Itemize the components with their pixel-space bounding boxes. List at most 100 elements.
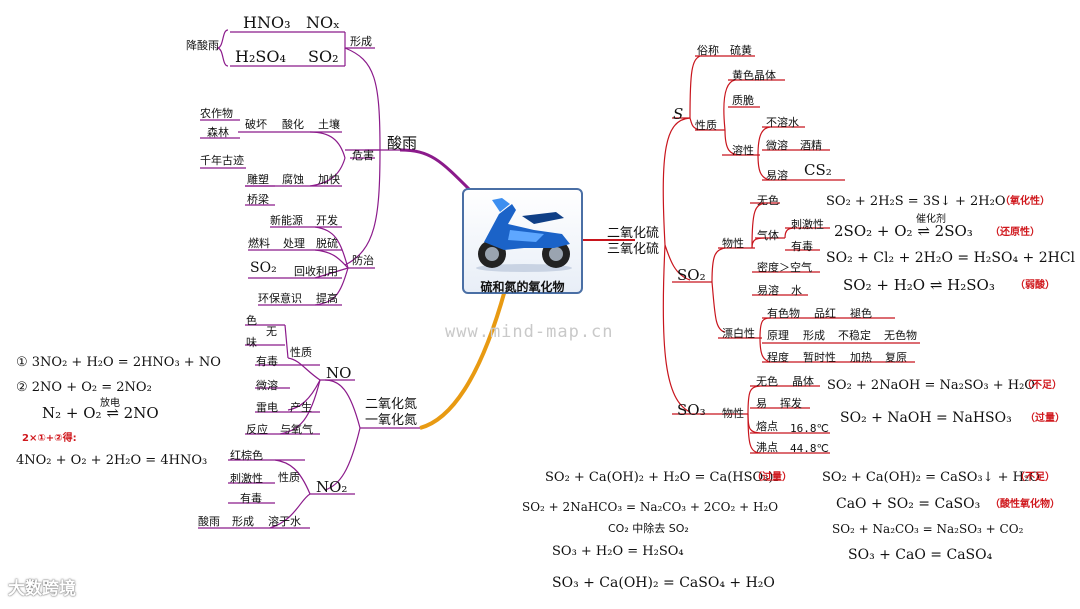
so2-bleach-item: 复原 bbox=[885, 351, 907, 364]
s-common-name: 硫黄 bbox=[730, 44, 752, 57]
sulfur-title-line2[interactable]: 三氧化硫 bbox=[607, 242, 660, 257]
no-item: 无 bbox=[266, 325, 277, 338]
so3-equation: SO₂ + NaOH = NaHSO₃ bbox=[840, 410, 1012, 426]
no-properties-label: 性质 bbox=[290, 346, 312, 359]
so2-bleach-item: 加热 bbox=[850, 351, 872, 364]
s-item: 易溶 bbox=[766, 169, 788, 182]
brand-logo: 大数跨境 bbox=[8, 579, 76, 599]
no-node[interactable]: NO bbox=[326, 364, 352, 382]
brace bbox=[216, 29, 229, 67]
prevention-item: 脱硫 bbox=[316, 237, 338, 250]
s-item: 微溶 bbox=[766, 139, 788, 152]
s-node[interactable]: S bbox=[673, 105, 684, 123]
no2-node[interactable]: NO₂ bbox=[316, 478, 348, 496]
prevention-label[interactable]: 防治 bbox=[352, 254, 374, 267]
no-item: 与氧气 bbox=[280, 423, 313, 436]
so3-item: 挥发 bbox=[780, 397, 802, 410]
prevention-item: 环保意识 bbox=[258, 292, 302, 305]
harm-item: 腐蚀 bbox=[282, 173, 304, 186]
formation-label[interactable]: 形成 bbox=[350, 35, 372, 48]
so2-equation: 2SO₂ + O₂ ⇌ 2SO₃ bbox=[834, 222, 973, 240]
so2-bleach-item: 不稳定 bbox=[838, 329, 871, 342]
so2-equation-tag: （氧化性） bbox=[1000, 196, 1050, 207]
harm-label[interactable]: 危害 bbox=[352, 149, 374, 162]
no-item: 雷电 bbox=[256, 401, 278, 414]
no-item: 产生 bbox=[290, 401, 312, 414]
so3-item: 16.8℃ bbox=[790, 422, 829, 435]
no-item: 味 bbox=[246, 336, 257, 349]
s-item: CS₂ bbox=[804, 161, 832, 179]
so3-item: 易 bbox=[756, 397, 767, 410]
equation-2: ② 2NO + O₂ = 2NO₂ bbox=[16, 380, 152, 395]
bottom-equation-tag: （酸性氧化物） bbox=[990, 499, 1060, 510]
equation-3: N₂ + O₂ ⇌ 2NO bbox=[42, 404, 159, 422]
so2-node[interactable]: SO₂ bbox=[677, 266, 706, 284]
s-common-name-label: 俗称 bbox=[697, 44, 719, 57]
so2-physical-item: 无色 bbox=[757, 194, 779, 207]
so2-physical-label: 物性 bbox=[722, 237, 744, 250]
harm-item: 农作物 bbox=[200, 107, 233, 120]
bottom-equation: SO₂ + Ca(OH)₂ + H₂O = Ca(HSO₃)₂ bbox=[545, 470, 779, 485]
so2-equation-cond: 催化剂 bbox=[916, 214, 946, 225]
so2-bleach-item: 暂时性 bbox=[803, 351, 836, 364]
prevention-item: 提高 bbox=[316, 292, 338, 305]
bottom-equation: SO₂ + 2NaHCO₃ = Na₂CO₃ + 2CO₂ + H₂O bbox=[522, 500, 779, 514]
so2-physical-item: 密度＞空气 bbox=[757, 261, 812, 274]
no2-item: 溶于水 bbox=[268, 515, 301, 528]
no2-item: 红棕色 bbox=[230, 449, 263, 462]
s-item: 不溶水 bbox=[766, 116, 799, 129]
so2-physical-item: 有毒 bbox=[791, 240, 813, 253]
no-item: 微溶 bbox=[256, 379, 278, 392]
bottom-equation: SO₂ + Na₂CO₃ = Na₂SO₃ + CO₂ bbox=[832, 522, 1024, 536]
no2-item: 有毒 bbox=[240, 492, 262, 505]
prevention-item: 回收利用 bbox=[294, 265, 338, 278]
nitrogen-title-line1[interactable]: 二氧化氮 bbox=[365, 397, 418, 412]
harm-item: 雕塑 bbox=[247, 173, 269, 186]
so2-physical-item: 水 bbox=[791, 284, 802, 297]
so2-equation: SO₂ + Cl₂ + 2H₂O = H₂SO₄ + 2HCl bbox=[826, 250, 1076, 266]
formula-so2: SO₂ bbox=[308, 47, 339, 66]
s-item: 酒精 bbox=[800, 139, 822, 152]
acid-rain-title[interactable]: 酸雨 bbox=[387, 134, 418, 152]
nitrogen-title-line2[interactable]: 一氧化氮 bbox=[365, 413, 418, 428]
bottom-equation: SO₃ + CaO = CaSO₄ bbox=[848, 547, 993, 563]
so3-node[interactable]: SO₃ bbox=[677, 401, 706, 419]
equation-1: ① 3NO₂ + H₂O = 2HNO₃ + NO bbox=[16, 355, 221, 370]
acid-rain-group-label: 降酸雨 bbox=[186, 39, 219, 52]
so3-item: 熔点 bbox=[756, 420, 778, 433]
so2-equation-tag: （弱酸） bbox=[1015, 280, 1055, 291]
sulfur-title-line1[interactable]: 二氧化硫 bbox=[607, 226, 660, 241]
equation-4: 4NO₂ + O₂ + 2H₂O = 4HNO₃ bbox=[16, 453, 208, 468]
no-item: 色 bbox=[246, 314, 257, 327]
bottom-equation-tag: （过量） bbox=[752, 472, 792, 483]
so2-bleach-label: 漂白性 bbox=[722, 327, 755, 340]
formula-hno3: HNO₃ bbox=[243, 13, 291, 32]
bottom-equation: SO₃ + Ca(OH)₂ = CaSO₄ + H₂O bbox=[552, 575, 775, 591]
s-properties-label: 性质 bbox=[695, 119, 717, 132]
center-node[interactable]: 硫和氮的氧化物 bbox=[462, 188, 583, 294]
s-item: 质脆 bbox=[732, 94, 754, 107]
no2-item: 刺激性 bbox=[230, 472, 263, 485]
bottom-equation: CO₂ 中除去 SO₂ bbox=[608, 522, 689, 535]
bottom-equation: SO₃ + H₂O = H₂SO₄ bbox=[552, 544, 684, 559]
so2-bleach-item: 褪色 bbox=[850, 307, 872, 320]
so2-bleach-item: 品红 bbox=[814, 307, 836, 320]
formula-h2so4: H₂SO₄ bbox=[235, 47, 286, 66]
so2-bleach-item: 形成 bbox=[803, 329, 825, 342]
so2-physical-item: 刺激性 bbox=[791, 218, 824, 231]
harm-item: 森林 bbox=[207, 126, 229, 139]
prevention-item: 新能源 bbox=[270, 214, 303, 227]
no-item: 有毒 bbox=[256, 355, 278, 368]
so2-physical-item: 易溶 bbox=[757, 284, 779, 297]
so3-item: 晶体 bbox=[792, 375, 814, 388]
so3-equation-tag: （不足） bbox=[1022, 380, 1062, 391]
s-item: 黄色晶体 bbox=[732, 69, 776, 82]
harm-item: 桥梁 bbox=[247, 193, 269, 206]
harm-item: 破坏 bbox=[245, 118, 267, 131]
equation-3-condition: 放电 bbox=[100, 398, 120, 409]
so3-equation-tag: （过量） bbox=[1025, 413, 1065, 424]
bottom-equation: CaO + SO₂ = CaSO₃ bbox=[836, 496, 981, 512]
scooter-image bbox=[476, 198, 572, 272]
